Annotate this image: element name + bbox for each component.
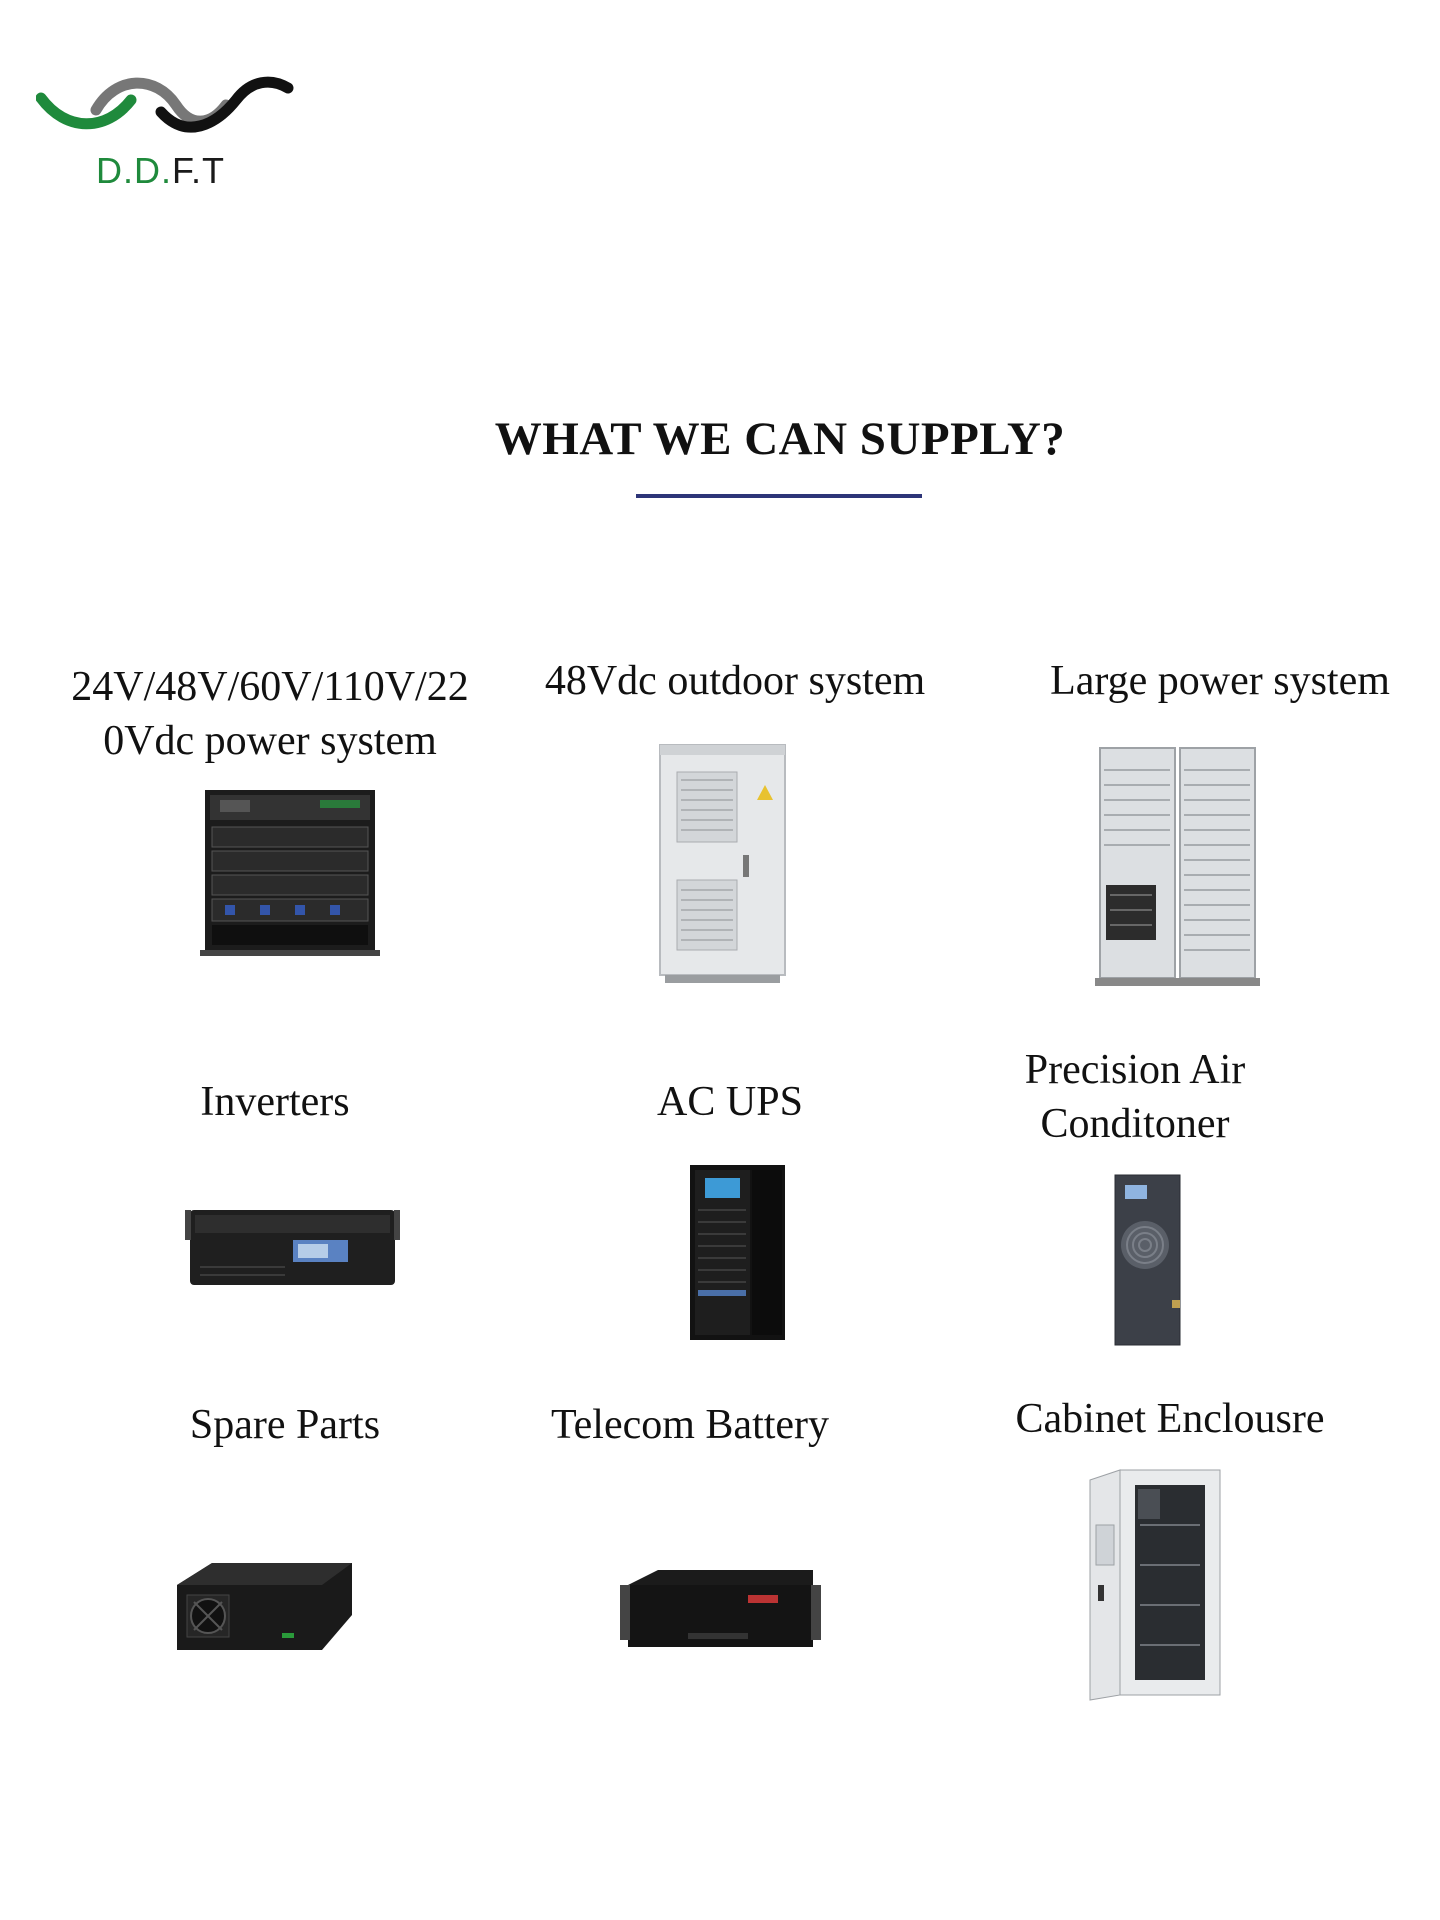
product-label-power-system: 24V/48V/60V/110V/22 0Vdc power system bbox=[40, 660, 500, 768]
product-label-spare-parts: Spare Parts bbox=[120, 1398, 450, 1452]
product-label-line: Spare Parts bbox=[189, 1402, 381, 1448]
product-label-line: 0Vdc power system bbox=[103, 718, 437, 764]
logo-text-dark: F.T bbox=[172, 150, 225, 191]
rectifier-module-icon bbox=[177, 1563, 352, 1650]
battery-rack-icon bbox=[620, 1570, 821, 1647]
air-conditioner-icon bbox=[1114, 1174, 1181, 1346]
ups-tower-icon bbox=[690, 1165, 785, 1340]
title-underline bbox=[636, 494, 922, 498]
large-power-rack-icon bbox=[1095, 747, 1260, 986]
page-title: WHAT WE CAN SUPPLY? bbox=[494, 413, 1066, 465]
product-label-line: Telecom Battery bbox=[550, 1402, 830, 1448]
product-label-ac-ups: AC UPS bbox=[570, 1075, 890, 1129]
product-label-line: Conditoner bbox=[1040, 1101, 1230, 1147]
product-label-line: Precision Air bbox=[1024, 1047, 1246, 1093]
product-label-line: AC UPS bbox=[657, 1079, 803, 1125]
inverter-icon bbox=[185, 1210, 400, 1285]
product-label-cabinet-enclosure: Cabinet Enclousre bbox=[975, 1392, 1365, 1446]
product-label-line: 48Vdc outdoor system bbox=[544, 658, 926, 704]
outdoor-cabinet-icon bbox=[659, 744, 786, 983]
product-label-line: Cabinet Enclousre bbox=[1015, 1396, 1325, 1442]
cabinet-enclosure-icon bbox=[1089, 1469, 1221, 1701]
product-label-line: Large power system bbox=[1050, 658, 1390, 704]
logo-text-green: D.D. bbox=[96, 150, 172, 191]
wave-logo-icon bbox=[36, 76, 294, 133]
product-label-precision-air: Precision Air Conditoner bbox=[960, 1043, 1310, 1151]
product-label-line: 24V/48V/60V/110V/22 bbox=[71, 664, 469, 710]
product-label-outdoor-system: 48Vdc outdoor system bbox=[520, 654, 950, 708]
product-label-line: Inverters bbox=[200, 1079, 350, 1125]
company-logo: D.D.F.T bbox=[36, 70, 296, 200]
product-label-inverters: Inverters bbox=[110, 1075, 440, 1129]
logo-text: D.D.F.T bbox=[96, 150, 225, 192]
product-label-large-power: Large power system bbox=[1020, 654, 1420, 708]
power-system-rack-icon bbox=[200, 790, 380, 956]
product-label-telecom-battery: Telecom Battery bbox=[520, 1398, 860, 1452]
